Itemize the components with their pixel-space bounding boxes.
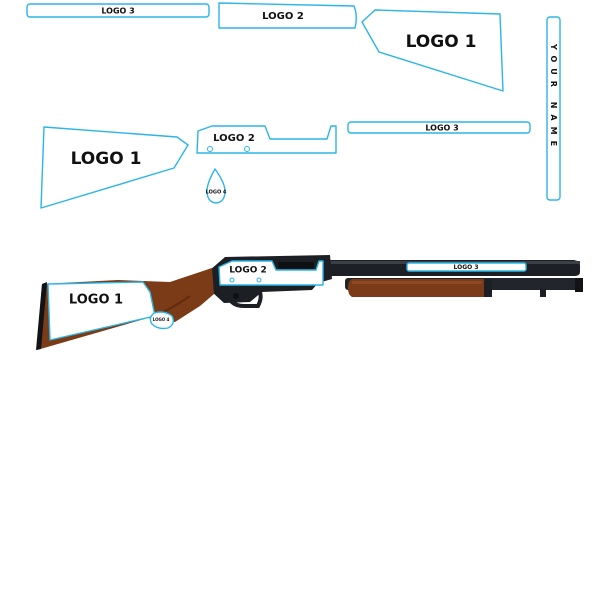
gun-receiver-wrap[interactable]: LOGO 2 [218,260,324,286]
gun-grip-cap-label: LOGO 4 [153,317,170,322]
template-stock-logo1[interactable]: LOGO 1 [361,9,504,92]
template-stock-logo1-mid[interactable]: LOGO 1 [40,126,189,209]
template-strip-logo3[interactable]: LOGO 3 [26,3,210,18]
gun-barrel-strip-label: LOGO 3 [454,264,479,271]
gun-grip-cap[interactable]: LOGO 4 [149,311,175,330]
screw-hole [256,277,262,283]
template-strip-logo3-label: LOGO 3 [101,7,134,16]
forend-cap [484,279,492,297]
shotgun-preview: LOGO 1 LOGO 4 LOGO 2 LOGO 3 [36,255,583,350]
template-vertical-name-label: YOUR NAME [549,43,558,152]
sling-stud [540,289,546,297]
template-vertical-name[interactable]: YOUR NAME [546,16,561,201]
trigger-guard [226,289,263,308]
gun-stock-wrap-label: LOGO 1 [69,293,123,308]
template-receiver-logo2-mid[interactable]: LOGO 2 [196,125,337,154]
gun-barrel-strip[interactable]: LOGO 3 [406,262,527,272]
ejection-port [278,262,314,269]
cut-templates: LOGO 3 LOGO 2 LOGO 1 YOUR NAME LOGO 1 LO… [26,2,561,209]
template-stock-logo1-label: LOGO 1 [406,32,477,52]
template-receiver-logo2[interactable]: LOGO 2 [218,2,357,29]
screw-hole [244,146,250,152]
template-receiver-logo2-label: LOGO 2 [262,11,304,22]
screw-hole [207,146,213,152]
template-receiver-logo2-mid-label: LOGO 2 [213,133,255,144]
tube-cap [575,278,583,292]
gun-receiver-wrap-label: LOGO 2 [229,266,267,276]
template-strip-logo3-mid[interactable]: LOGO 3 [347,121,531,134]
butt-pad [36,282,47,350]
forend-sheen [352,281,482,284]
template-strip-logo3-mid-label: LOGO 3 [425,124,458,133]
screw-hole [229,277,235,283]
gun-stock-wrap[interactable]: LOGO 1 [47,281,156,341]
template-stock-logo1-mid-label: LOGO 1 [71,149,142,169]
template-grip-cap-logo4[interactable]: LOGO 4 [206,168,227,204]
template-grip-cap-logo4-label: LOGO 4 [206,190,227,196]
trigger [233,293,239,299]
